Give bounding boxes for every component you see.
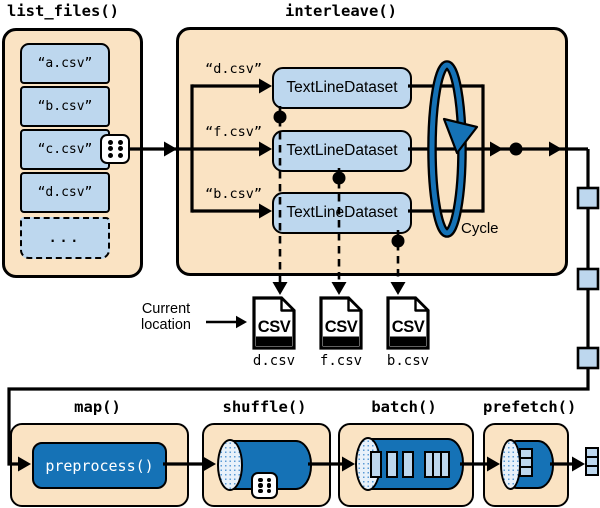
csv-icon-label: CSV (325, 318, 358, 336)
shuffle-dice-icon (251, 472, 278, 499)
batch-title: batch() (371, 398, 437, 416)
csv-icon-label: CSV (258, 318, 291, 336)
csv-file-icon: CSV (252, 296, 296, 350)
data-item (402, 451, 414, 478)
random-pick-dice-icon (100, 134, 130, 164)
csv-icon-label: CSV (392, 318, 425, 336)
interleave-title: interleave() (285, 2, 397, 20)
file-item: “d.csv” (20, 172, 110, 213)
csv-file-name: b.csv (386, 353, 430, 369)
file-item: “c.csv” (20, 129, 110, 170)
current-location-line2: location (141, 317, 191, 334)
batch-stack-icon (519, 448, 533, 477)
csv-file-icon: CSV (386, 296, 430, 350)
data-item (386, 451, 398, 478)
batch-group-icon (424, 451, 450, 478)
list-files-title: list_files() (7, 2, 119, 20)
cylinder-open-end (217, 439, 244, 491)
map-title: map() (74, 398, 121, 416)
shuffle-title: shuffle() (222, 398, 307, 416)
cycle-label: Cycle (461, 220, 499, 237)
source-label: “b.csv” (205, 186, 262, 202)
preprocess-box: preprocess() (32, 442, 167, 489)
file-item: “a.csv” (20, 43, 110, 84)
csv-file-icon: CSV (319, 296, 363, 350)
output-batch-icon (585, 447, 599, 476)
data-item (370, 451, 382, 478)
prefetch-title: prefetch() (483, 398, 577, 416)
file-item: “b.csv” (20, 86, 110, 127)
textlinedataset-box: TextLineDataset (272, 192, 412, 234)
streamed-item-squares (576, 186, 600, 370)
csv-file-name: f.csv (319, 353, 363, 369)
current-location-line1: Current (141, 301, 191, 317)
file-item-more: ... (20, 217, 110, 259)
textlinedataset-box: TextLineDataset (272, 67, 412, 109)
textlinedataset-box: TextLineDataset (272, 130, 412, 172)
source-label: “d.csv” (205, 61, 262, 77)
csv-file-name: d.csv (252, 353, 296, 369)
source-label: “f.csv” (205, 124, 262, 140)
current-location-label: Current location (128, 301, 204, 333)
